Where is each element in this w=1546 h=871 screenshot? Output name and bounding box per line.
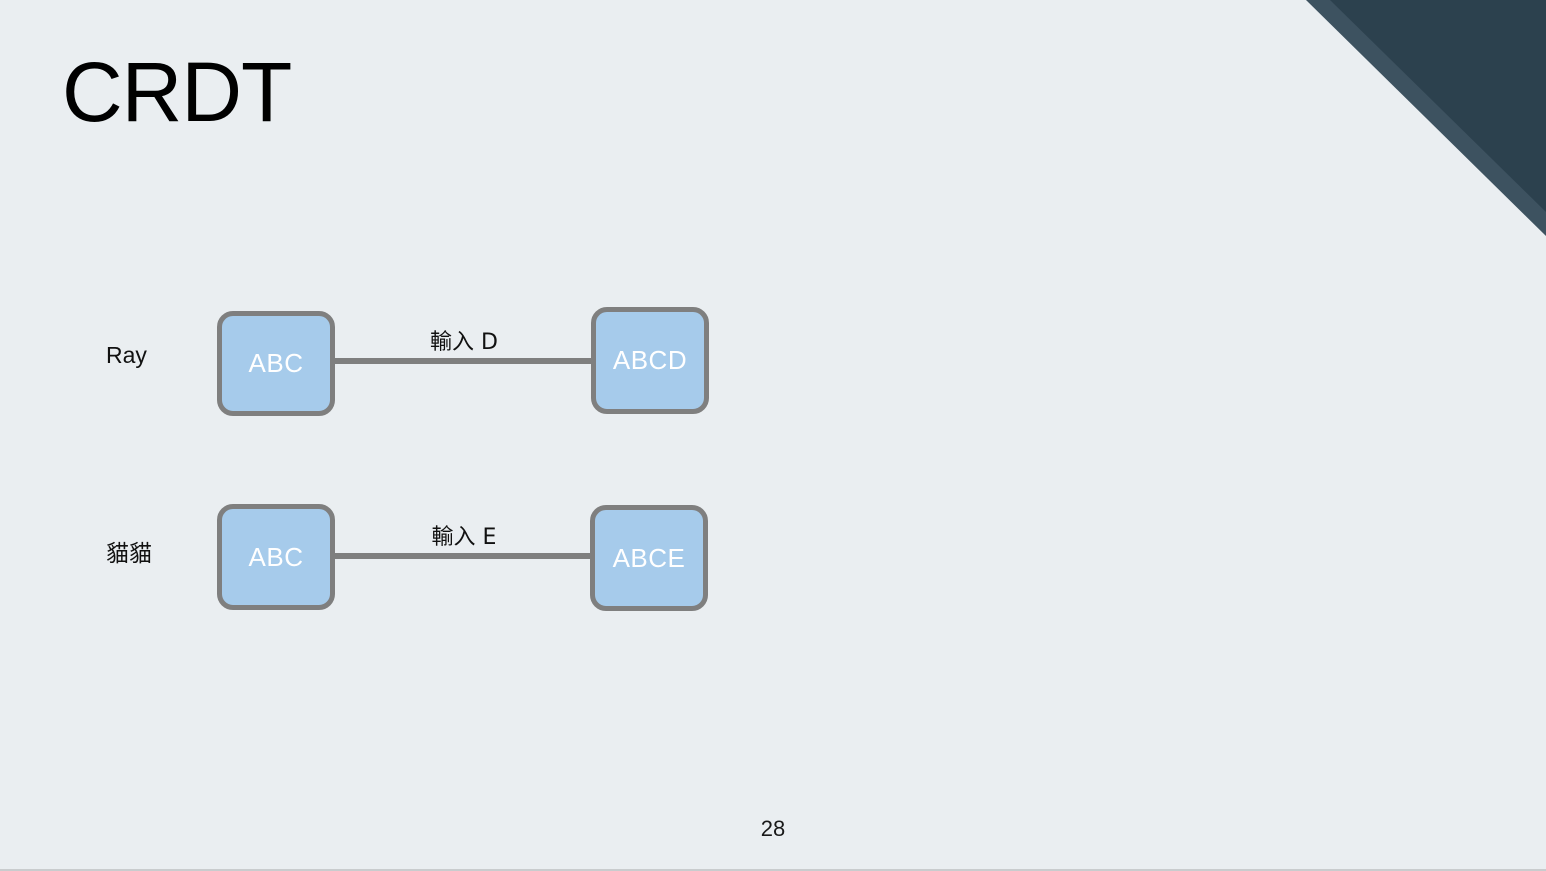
row-label-cat: 貓貓 [106,541,152,567]
connector-ray [335,358,592,364]
node-ray-start[interactable]: ABC [217,311,335,416]
row-label-ray: Ray [106,342,147,368]
node-cat-end[interactable]: ABCE [590,505,708,611]
edge-label-ray: 輸入 D [430,330,498,355]
page-title: CRDT [62,45,292,139]
node-cat-start[interactable]: ABC [217,504,335,610]
connector-cat [335,553,591,559]
page-number: 28 [760,816,786,841]
node-ray-end[interactable]: ABCD [591,307,709,414]
edge-label-cat: 輸入 E [431,525,497,550]
